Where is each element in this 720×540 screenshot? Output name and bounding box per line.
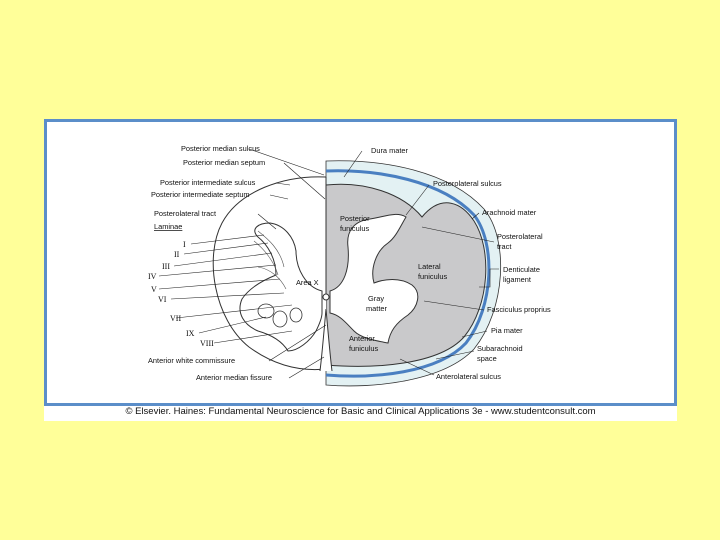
label-anterior-white-commissure: Anterior white commissure: [148, 356, 235, 365]
label-lamina-vi: VI: [158, 295, 167, 304]
label-anterolateral-sulcus: Anterolateral sulcus: [436, 372, 501, 381]
label-lamina-ix: IX: [186, 329, 195, 338]
label-lamina-viii: VIII: [200, 339, 214, 348]
label-lamina-vii: VII: [170, 314, 181, 323]
label-posterior-median-septum: Posterior median septum: [183, 158, 265, 167]
label-lamina-ii: II: [174, 250, 180, 259]
label-posterolateral-tract-right-1: Posterolateral: [497, 232, 543, 241]
label-pia-mater: Pia mater: [491, 326, 523, 335]
spinal-cord-diagram: Posterior median sulcus Posterior median…: [44, 119, 677, 421]
label-posterior-funiculus-1: Posterior: [340, 214, 370, 223]
label-dura-mater: Dura mater: [371, 146, 409, 155]
label-posterior-median-sulcus: Posterior median sulcus: [181, 144, 260, 153]
label-lamina-iv: IV: [148, 272, 157, 281]
label-subarachnoid-space-1: Subarachnoid: [477, 344, 523, 353]
central-canal: [323, 294, 329, 300]
label-lamina-v: V: [151, 285, 157, 294]
label-denticulate-ligament-1: Denticulate: [503, 265, 540, 274]
label-lateral-funiculus-1: Lateral: [418, 262, 441, 271]
label-posterolateral-tract-right-2: tract: [497, 242, 511, 251]
label-anterior-funiculus-1: Anterior: [349, 334, 375, 343]
label-posterior-intermediate-sulcus: Posterior intermediate sulcus: [160, 178, 256, 187]
label-posterior-intermediate-septum: Posterior intermediate septum: [151, 190, 250, 199]
label-gray-matter-1: Gray: [368, 294, 384, 303]
copyright-credit: © Elsevier. Haines: Fundamental Neurosci…: [44, 406, 677, 417]
label-arachnoid-mater: Arachnoid mater: [482, 208, 537, 217]
label-lateral-funiculus-2: funiculus: [418, 272, 447, 281]
label-lamina-i: I: [183, 240, 186, 249]
label-denticulate-ligament-2: ligament: [503, 275, 531, 284]
label-area-x: Area X: [296, 278, 319, 287]
label-lamina-iii: III: [162, 262, 170, 271]
label-fasciculus-proprius: Fasciculus proprius: [487, 305, 551, 314]
label-anterior-median-fissure: Anterior median fissure: [196, 373, 272, 382]
label-subarachnoid-space-2: space: [477, 354, 497, 363]
label-posterolateral-tract-left: Posterolateral tract: [154, 209, 216, 218]
label-laminae: Laminae: [154, 222, 182, 231]
label-posterior-funiculus-2: funiculus: [340, 224, 369, 233]
label-gray-matter-2: matter: [366, 304, 387, 313]
label-anterior-funiculus-2: funiculus: [349, 344, 378, 353]
label-posterolateral-sulcus: Posterolateral sulcus: [433, 179, 502, 188]
spinal-cord-figure: Posterior median sulcus Posterior median…: [44, 119, 677, 421]
